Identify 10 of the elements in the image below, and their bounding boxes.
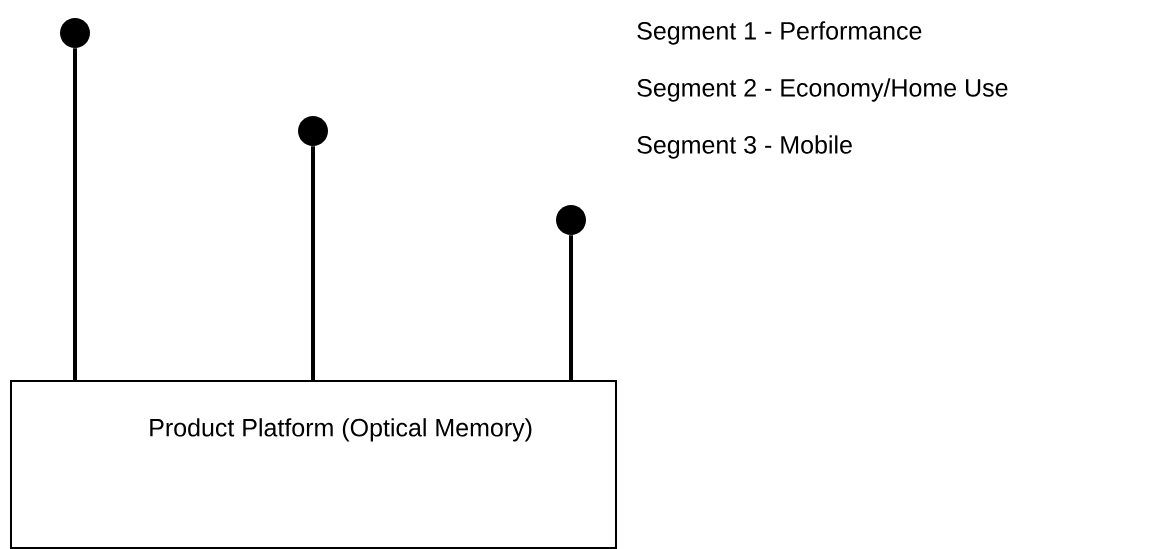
dot bbox=[298, 116, 328, 146]
stem-line bbox=[569, 235, 573, 380]
segment-label: Segment 3 - Mobile bbox=[637, 135, 852, 159]
platform-box: Product Platform (Optical Memory) bbox=[10, 380, 617, 549]
segment-label: Segment 1 - Performance bbox=[637, 21, 922, 45]
dot bbox=[60, 18, 90, 48]
stem-line bbox=[73, 48, 77, 380]
dot bbox=[556, 205, 586, 235]
stem-line bbox=[311, 146, 315, 380]
segment-label: Segment 2 - Economy/Home Use bbox=[637, 78, 1008, 102]
